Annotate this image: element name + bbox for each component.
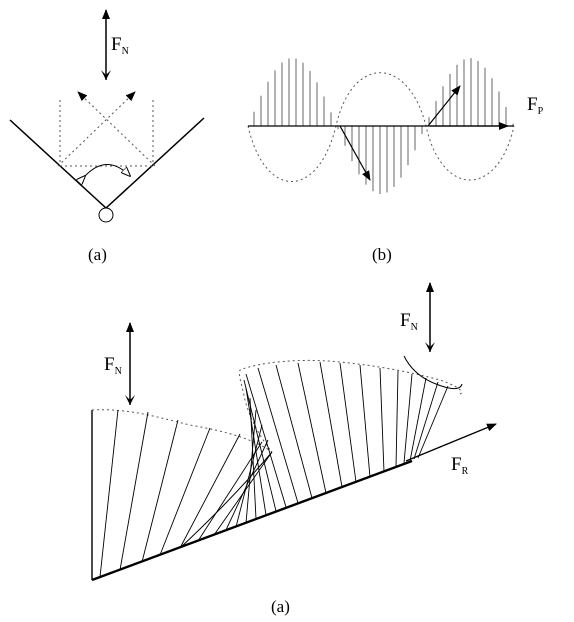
sheet-ruling-line xyxy=(257,367,299,504)
tangent-arrow-upper xyxy=(427,85,461,127)
sheet-ruling-line xyxy=(319,361,343,488)
sheet-fold-edge xyxy=(179,451,273,549)
sheet-curl-edge xyxy=(403,355,463,390)
sheet-rulings xyxy=(99,355,463,578)
sheet-ruling-line xyxy=(245,373,287,508)
sheet-ruling-line xyxy=(179,433,241,549)
resultant-force-arrow xyxy=(405,423,497,462)
sheet-ruling-line xyxy=(395,370,399,468)
sheet-ruling-line xyxy=(403,373,413,464)
v-wedge xyxy=(9,117,205,210)
sheet-ruling-line xyxy=(99,409,119,578)
sheet-ruling-line xyxy=(243,379,277,512)
sheet-ruling-line xyxy=(141,419,179,563)
sheet-ruling-line xyxy=(297,362,327,494)
force-label-fn-right: FN xyxy=(400,310,418,333)
spiral-baseline xyxy=(91,459,413,582)
arrow-tail-feather-left xyxy=(125,395,135,405)
sine-wave xyxy=(247,72,515,182)
sheet-ruling-line xyxy=(339,362,357,483)
sheet-ruling-line xyxy=(119,411,149,571)
panel-a-bottom: FN FN FR (a) xyxy=(91,282,497,616)
sheet-ruling-line xyxy=(359,364,371,478)
dotted-diagonal-right xyxy=(57,91,136,167)
sheet-ruling-line xyxy=(409,377,427,462)
sheet-ruling-line xyxy=(245,387,267,516)
arrow-tail-feather-right xyxy=(425,342,435,352)
sheet-top-edge xyxy=(91,359,463,453)
tangent-arrow-lower xyxy=(339,125,371,181)
pivot-circle xyxy=(98,207,114,223)
angle-arc xyxy=(85,164,130,177)
sheet-ruling-line xyxy=(417,385,449,459)
sheet-ruling-line xyxy=(379,367,385,473)
force-label-fr: FR xyxy=(451,454,469,477)
dotted-diagonal-left xyxy=(77,91,156,167)
panel-a-top: FN (a) xyxy=(9,9,205,264)
force-label-fn-left: FN xyxy=(104,354,122,377)
panel-b-top: FP (b) xyxy=(247,58,544,264)
hatching xyxy=(253,58,514,194)
sheet-ruling-line xyxy=(197,441,263,542)
force-label-fn: FN xyxy=(111,34,129,57)
sheet-ruling-line xyxy=(159,427,211,556)
force-label-fp: FP xyxy=(527,94,544,117)
caption-b: (b) xyxy=(372,245,392,264)
caption-a-bottom: (a) xyxy=(271,597,290,616)
sheet-ruling-line xyxy=(245,409,257,524)
arrow-tail-feather xyxy=(101,70,111,80)
sheet-ruling-line xyxy=(413,381,439,460)
caption-a-top: (a) xyxy=(88,245,107,264)
sheet-ruling-line xyxy=(275,364,313,499)
sheet-ruling-line xyxy=(235,424,263,528)
